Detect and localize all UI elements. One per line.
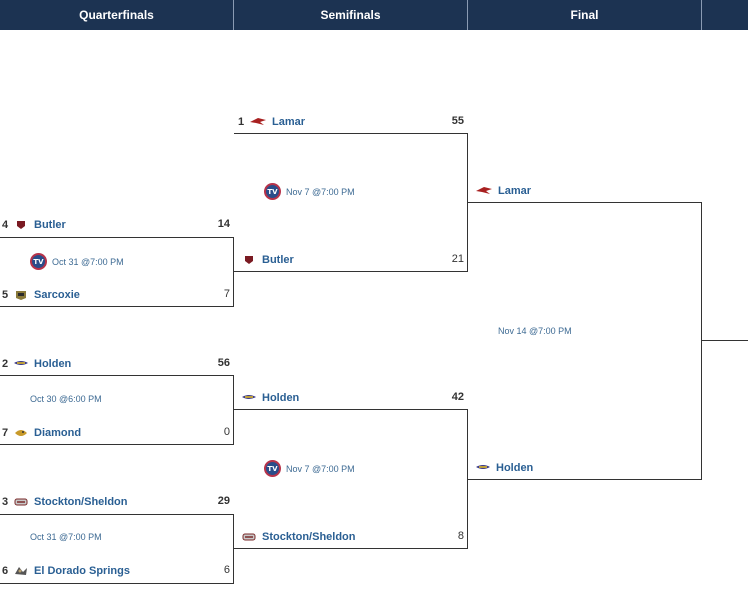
el-dorado-springs-logo-icon [15, 567, 27, 575]
team-link-sarcoxie[interactable]: Sarcoxie [34, 289, 80, 301]
seed: 2 [2, 358, 9, 370]
butler-logo-icon [17, 221, 25, 229]
seed: 4 [2, 219, 9, 231]
sf1-top-score: 55 [451, 115, 464, 127]
bracket-line [467, 409, 468, 549]
sf2-bottom-score: 8 [457, 530, 464, 542]
game-time: Oct 31 @7:00 PM [30, 532, 102, 542]
header-champion [702, 0, 748, 30]
team-link-butler[interactable]: Butler [262, 254, 294, 266]
team-link-lamar[interactable]: Lamar [498, 185, 532, 197]
team-link-holden[interactable]: Holden [262, 392, 300, 404]
bracket-line [234, 271, 468, 272]
bracket-line [234, 133, 468, 134]
team-link-holden[interactable]: Holden [34, 358, 72, 370]
bracket-line [0, 444, 234, 445]
diamond-logo-icon [15, 430, 27, 436]
bracket-line [467, 133, 468, 272]
sf2-top-score: 42 [451, 391, 464, 403]
seed: 7 [2, 427, 9, 439]
qf1-top-score: 14 [217, 218, 230, 230]
header-final: Final [468, 0, 702, 30]
game-time: Oct 31 @7:00 PM [52, 256, 124, 267]
qf2-bottom-team: 7 Diamond [2, 425, 81, 441]
bracket-line [0, 583, 234, 584]
team-link-el-dorado-springs[interactable]: El Dorado Springs [34, 565, 130, 577]
qf1-game-info[interactable]: TV Oct 31 @7:00 PM [30, 253, 124, 270]
final-game-info[interactable]: Nov 14 @7:00 PM [498, 326, 572, 336]
final-bottom-team: Holden [474, 460, 533, 476]
game-time: Nov 7 @7:00 PM [286, 463, 355, 474]
qf3-game-info[interactable]: Oct 31 @7:00 PM [30, 532, 102, 542]
sf1-bottom-team: Butler [240, 252, 294, 268]
team-link-diamond[interactable]: Diamond [34, 427, 82, 439]
game-time: Nov 14 @7:00 PM [498, 326, 572, 336]
lamar-logo-icon [476, 187, 492, 194]
bracket-line [0, 237, 234, 238]
lamar-logo-icon [250, 118, 266, 125]
qf1-bottom-team: 5 Sarcoxie [2, 287, 80, 303]
qf2-bottom-score: 0 [223, 426, 230, 438]
bracket-line [233, 375, 234, 445]
qf2-top-team: 2 Holden [2, 356, 71, 372]
team-link-holden[interactable]: Holden [496, 462, 534, 474]
sf1-top-team: 1 Lamar [238, 114, 305, 130]
seed: 6 [2, 565, 9, 577]
qf3-bottom-team: 6 El Dorado Springs [2, 563, 130, 579]
header-semifinals: Semifinals [234, 0, 468, 30]
game-time: Oct 30 @6:00 PM [30, 394, 102, 404]
qf3-top-team: 3 Stockton/Sheldon [2, 494, 128, 510]
bracket-line [468, 479, 702, 480]
stockton-sheldon-logo-icon [242, 533, 256, 541]
holden-logo-icon [14, 361, 28, 365]
team-link-stockton-sheldon[interactable]: Stockton/Sheldon [34, 496, 128, 508]
seed: 3 [2, 496, 9, 508]
bracket-line [0, 375, 234, 376]
sf1-bottom-score: 21 [451, 253, 464, 265]
qf2-top-score: 56 [217, 357, 230, 369]
bracket-line [234, 409, 468, 410]
bracket-line [702, 340, 748, 341]
sf2-bottom-team: Stockton/Sheldon [240, 529, 356, 545]
bracket-line [468, 202, 702, 203]
butler-logo-icon [245, 256, 253, 264]
tv-icon: TV [264, 460, 281, 477]
sf2-game-info[interactable]: TV Nov 7 @7:00 PM [264, 460, 355, 477]
header-quarterfinals: Quarterfinals [0, 0, 234, 30]
qf1-top-team: 4 Butler [2, 217, 66, 233]
tv-icon: TV [264, 183, 281, 200]
bracket-line [701, 202, 702, 480]
bracket-line [233, 514, 234, 584]
qf1-bottom-score: 7 [223, 288, 230, 300]
holden-logo-icon [476, 465, 490, 469]
team-link-lamar[interactable]: Lamar [272, 116, 306, 128]
game-time: Nov 7 @7:00 PM [286, 186, 355, 197]
bracket-line [234, 548, 468, 549]
bracket-line [0, 306, 234, 307]
seed: 5 [2, 289, 9, 301]
sf1-game-info[interactable]: TV Nov 7 @7:00 PM [264, 183, 355, 200]
bracket-line [233, 237, 234, 307]
team-link-butler[interactable]: Butler [34, 219, 66, 231]
stockton-sheldon-logo-icon [14, 498, 28, 506]
qf3-bottom-score: 6 [223, 564, 230, 576]
holden-logo-icon [242, 395, 256, 399]
sarcoxie-logo-icon [16, 291, 26, 300]
qf3-top-score: 29 [217, 495, 230, 507]
team-link-stockton-sheldon[interactable]: Stockton/Sheldon [262, 531, 356, 543]
bracket-line [0, 514, 234, 515]
final-top-team: Lamar [474, 183, 531, 199]
seed: 1 [238, 116, 245, 128]
qf2-game-info[interactable]: Oct 30 @6:00 PM [30, 394, 102, 404]
sf2-top-team: Holden [240, 390, 299, 406]
tv-icon: TV [30, 253, 47, 270]
